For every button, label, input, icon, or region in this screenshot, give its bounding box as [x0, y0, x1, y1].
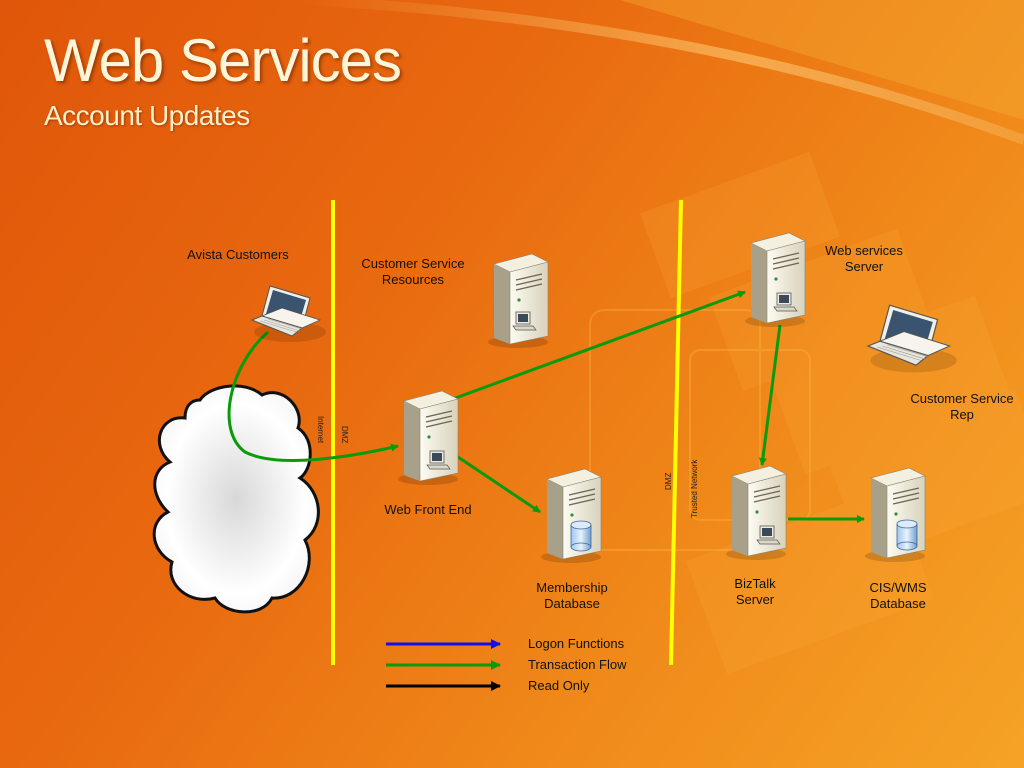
flow-webservices-to-biztalk: [758, 324, 782, 466]
label-customer-service-rep: Customer Service Rep: [910, 391, 1014, 422]
label-web-front-end: Web Front End: [384, 502, 472, 517]
slide-subtitle: Account Updates: [44, 100, 250, 131]
server-icon: [487, 253, 549, 349]
flow-customer-to-webfrontend: [227, 330, 399, 462]
server-icon: [744, 232, 806, 328]
server-icon: [725, 465, 787, 561]
laptop-icon: [867, 304, 958, 373]
label-customer-service-resources: Customer Service Resources: [361, 256, 465, 287]
database-icon: [864, 467, 926, 563]
legend-label-readonly: Read Only: [528, 678, 590, 693]
zone-label-trusted-network: Trusted Network: [690, 459, 699, 518]
flow-webfrontend-to-membership: [454, 453, 541, 514]
zone-label-dmz-right: DMZ: [664, 472, 673, 490]
database-icon: [540, 468, 602, 564]
label-membership-database: Membership Database: [536, 580, 608, 611]
internet-cloud-icon: [152, 384, 320, 614]
flow-webfrontend-to-webservices: [449, 290, 746, 402]
laptop-icon: [251, 285, 327, 343]
label-avista-customers: Avista Customers: [187, 247, 289, 262]
legend-label-transaction: Transaction Flow: [528, 657, 627, 672]
label-biztalk-server: BizTalk Server: [734, 576, 776, 607]
label-cis-wms-database: CIS/WMS Database: [869, 580, 927, 611]
server-icon: [397, 390, 459, 486]
legend-label-logon: Logon Functions: [528, 636, 625, 651]
label-web-services-server: Web services Server: [825, 243, 903, 274]
zone-label-dmz-left: DMZ: [340, 426, 349, 444]
zone-label-internet: Internet: [316, 416, 325, 444]
slide-title: Web Services: [44, 27, 402, 94]
zone-boundary-dmz-trusted: [669, 199, 683, 666]
